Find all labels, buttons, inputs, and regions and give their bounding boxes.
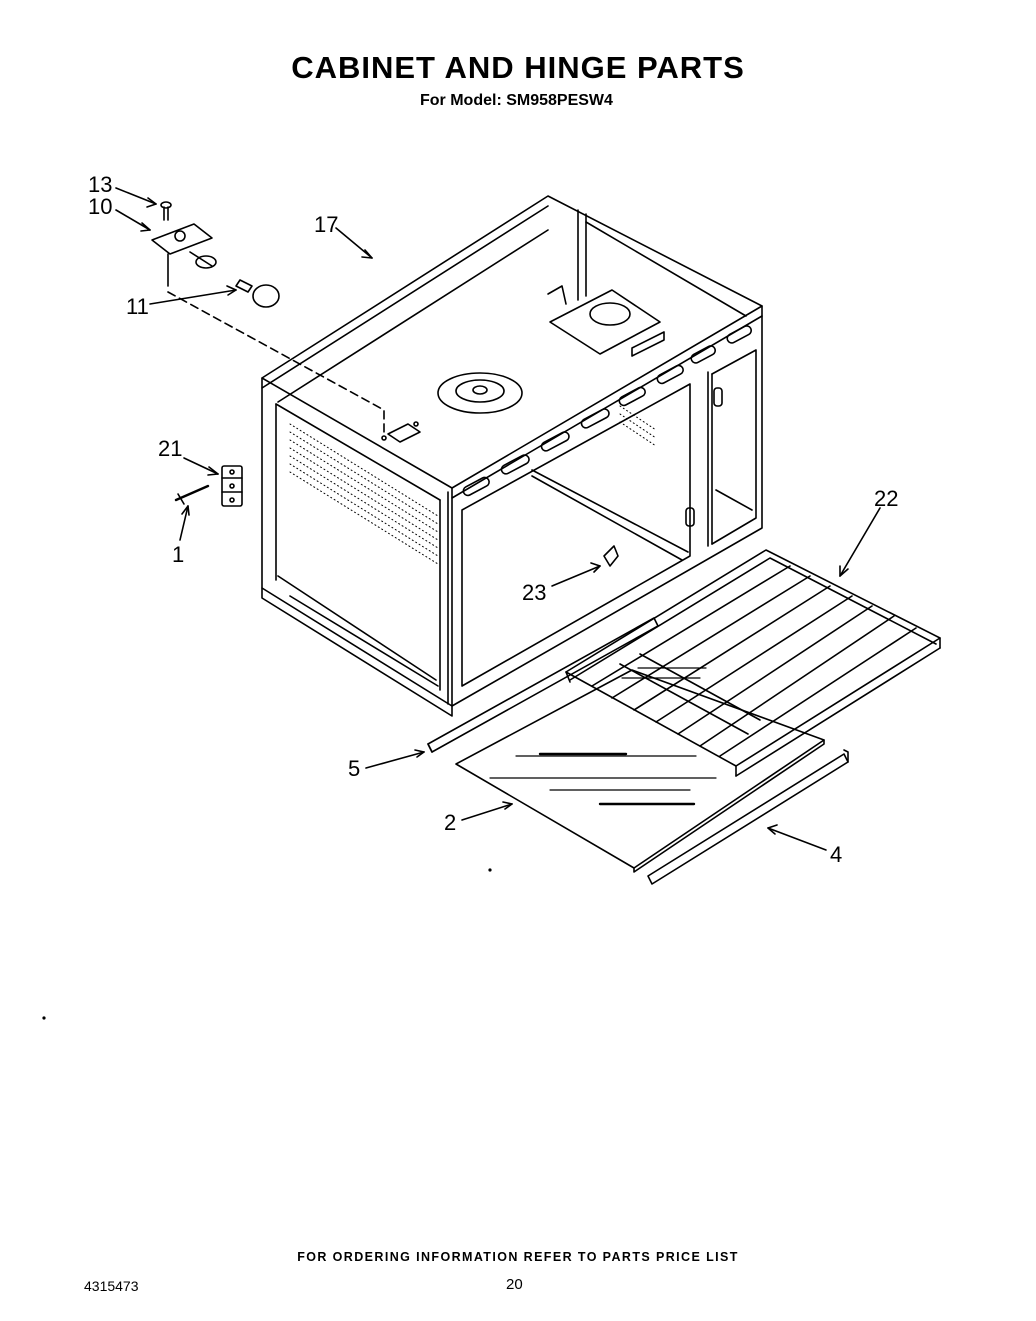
document-number: 4315473 (84, 1278, 139, 1294)
leader-lines (115, 187, 881, 851)
latch-part-21 (221, 465, 243, 507)
callout-11: 11 (126, 294, 149, 319)
assembly-dashed-line (167, 291, 385, 437)
rail-right (647, 749, 849, 885)
callout-23: 23 (522, 580, 546, 605)
callout-1: 1 (172, 542, 184, 567)
side-vent-perforations (289, 405, 657, 565)
callout-21: 21 (158, 436, 182, 461)
pin-part-1 (174, 484, 210, 505)
screw-part-13 (160, 201, 172, 221)
callout-13: 13 (88, 172, 112, 197)
hook-part-23 (603, 545, 619, 567)
page-number: 20 (506, 1276, 523, 1293)
page-title: CABINET AND HINGE PARTS (291, 50, 745, 85)
stray-dot (488, 868, 492, 872)
stray-dot (42, 1016, 46, 1020)
cabinet (261, 195, 763, 717)
glass-tray (455, 667, 825, 873)
callout-2: 2 (444, 810, 456, 835)
callout-17: 17 (314, 212, 338, 237)
callout-10: 10 (88, 194, 112, 219)
callout-22: 22 (874, 486, 898, 511)
ordering-note: FOR ORDERING INFORMATION REFER TO PARTS … (297, 1250, 739, 1264)
front-vent-slots (462, 325, 753, 527)
lamp-socket-plate (381, 421, 421, 443)
bulb-part-11 (235, 279, 280, 308)
model-subtitle: For Model: SM958PESW4 (420, 92, 613, 109)
callout-5: 5 (348, 756, 360, 781)
stirrer-disk (437, 372, 523, 414)
oven-rack (565, 549, 941, 777)
rail-left (427, 617, 659, 753)
callout-4: 4 (830, 842, 842, 867)
motor-bracket (547, 285, 665, 357)
lamp-bracket-part-10 (151, 223, 217, 287)
